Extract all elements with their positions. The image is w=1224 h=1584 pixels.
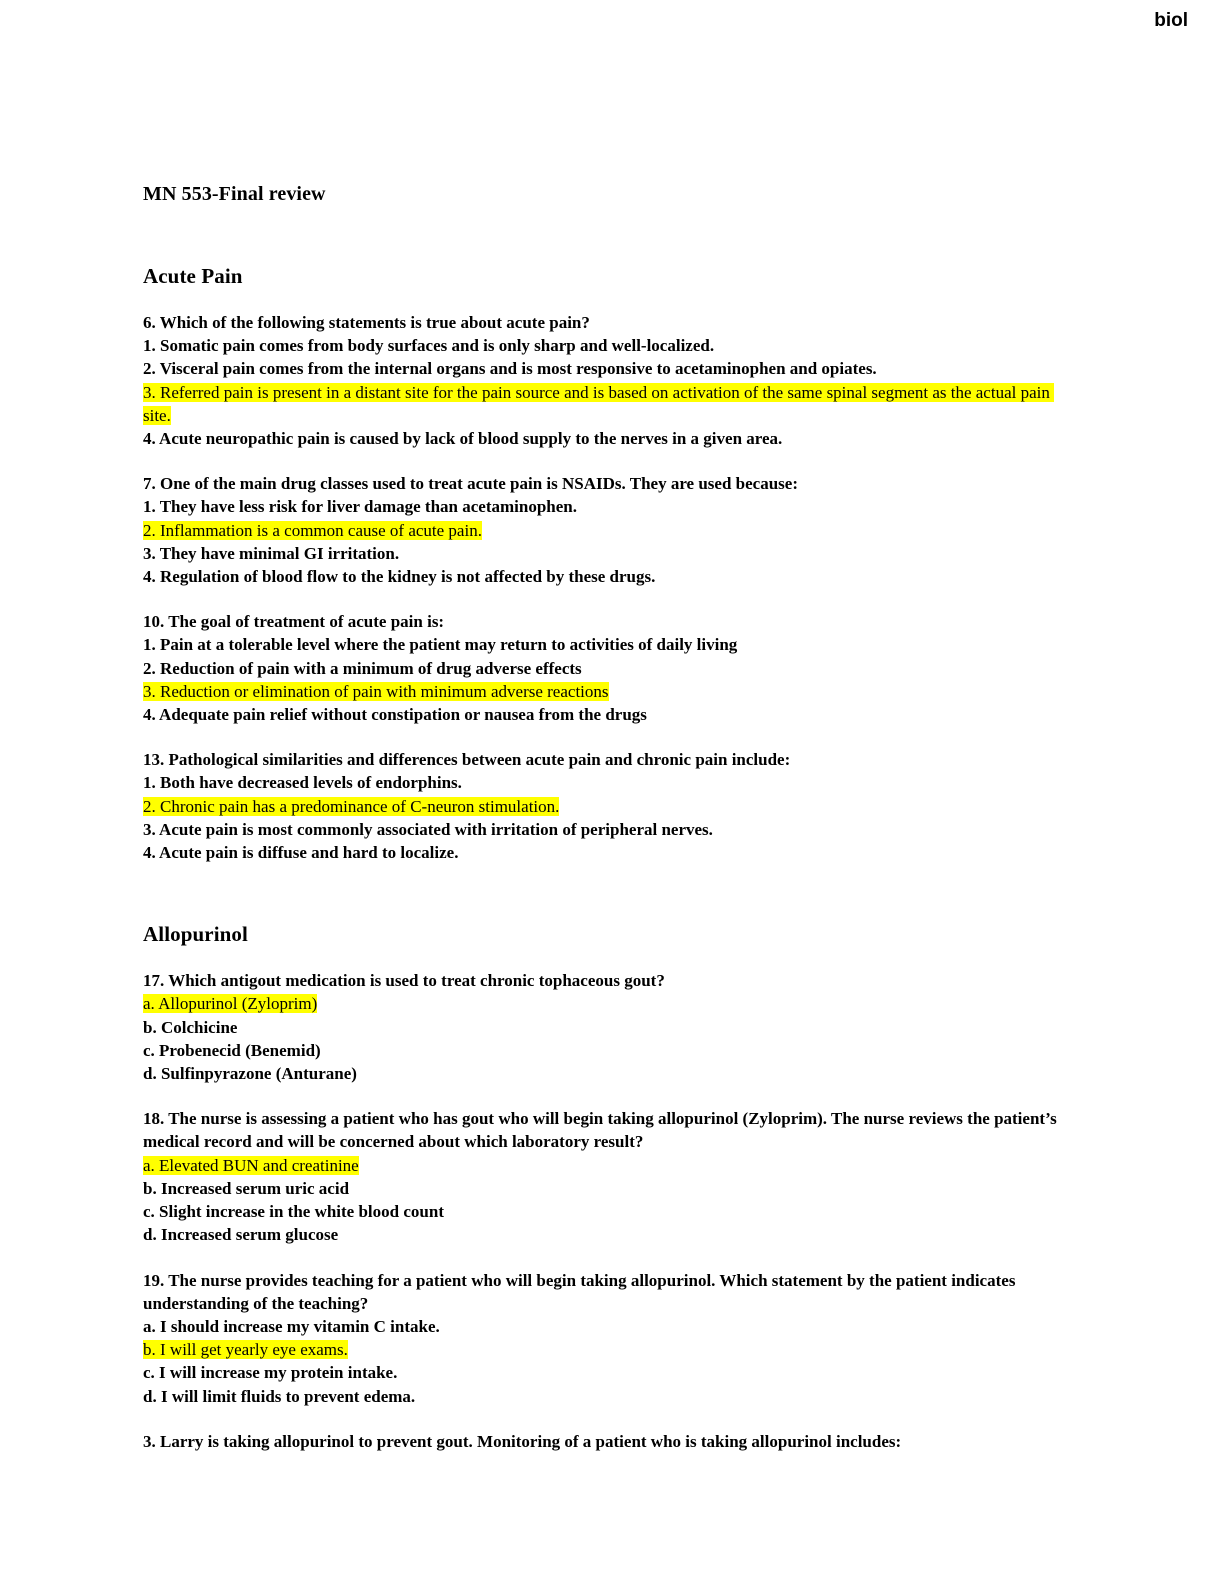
answer-option: 4. Acute neuropathic pain is caused by l… [143, 429, 783, 449]
question-block: 13. Pathological similarities and differ… [143, 748, 1068, 864]
highlighted-answer: 3. Referred pain is present in a distant… [143, 382, 1055, 425]
highlighted-answer: 3. Reduction or elimination of pain with… [143, 681, 609, 701]
answer-option: 1. Both have decreased levels of endorph… [143, 773, 462, 793]
answer-option: c. Probenecid (Benemid) [143, 1040, 321, 1060]
question-text: 13. Pathological similarities and differ… [143, 750, 791, 770]
page-header-label: biol [1154, 10, 1188, 31]
question-text: 7. One of the main drug classes used to … [143, 474, 798, 494]
answer-option: 3. They have minimal GI irritation. [143, 543, 400, 563]
highlighted-answer: a. Allopurinol (Zyloprim) [143, 994, 318, 1014]
answer-option: b. Colchicine [143, 1017, 238, 1037]
answer-option: 2. Inflammation is a common cause of acu… [143, 519, 1068, 542]
section-spacer [143, 886, 1068, 922]
answer-option: c. Slight increase in the white blood co… [143, 1202, 444, 1222]
sections-container: Acute Pain 6. Which of the following stat… [143, 264, 1068, 1453]
answer-option: b. Increased serum uric acid [143, 1178, 350, 1198]
page-header: biol [0, 10, 1188, 32]
question-text: 18. The nurse is assessing a patient who… [143, 1109, 1061, 1152]
answer-option: 3. Referred pain is present in a distant… [143, 381, 1068, 427]
answer-option: 1. Somatic pain comes from body surfaces… [143, 336, 715, 356]
question-block: 10. The goal of treatment of acute pain … [143, 610, 1068, 726]
answer-option: c. I will increase my protein intake. [143, 1363, 398, 1383]
highlighted-answer: b. I will get yearly eye exams. [143, 1340, 348, 1360]
answer-option: 4. Acute pain is diffuse and hard to loc… [143, 843, 459, 863]
question-text: 10. The goal of treatment of acute pain … [143, 612, 445, 632]
answer-option: b. I will get yearly eye exams. [143, 1338, 1068, 1361]
answer-option: 1. They have less risk for liver damage … [143, 497, 577, 517]
question-block: 18. The nurse is assessing a patient who… [143, 1107, 1068, 1246]
document-body: MN 553-Final review Acute Pain 6. Which o… [143, 182, 1068, 1453]
section-heading: Acute Pain [143, 264, 243, 288]
answer-option: 3. Acute pain is most commonly associate… [143, 819, 713, 839]
page-title: MN 553-Final review [143, 183, 326, 205]
question-block: 7. One of the main drug classes used to … [143, 472, 1068, 588]
answer-option: d. Increased serum glucose [143, 1225, 339, 1245]
question-text: 6. Which of the following statements is … [143, 313, 590, 332]
answer-option: 4. Adequate pain relief without constipa… [143, 705, 647, 725]
question-block: 17. Which antigout medication is used to… [143, 969, 1068, 1085]
answer-option: d. I will limit fluids to prevent edema. [143, 1386, 416, 1406]
question-text: 19. The nurse provides teaching for a pa… [143, 1270, 1020, 1313]
highlighted-answer: 2. Inflammation is a common cause of acu… [143, 520, 482, 540]
question-text: 17. Which antigout medication is used to… [143, 971, 665, 991]
highlighted-answer: 2. Chronic pain has a predominance of C-… [143, 796, 560, 816]
answer-option: 2. Visceral pain comes from the internal… [143, 359, 877, 379]
answer-option: a. Allopurinol (Zyloprim) [143, 992, 1068, 1015]
answer-option: 4. Regulation of blood flow to the kidne… [143, 567, 656, 587]
question-block: 3. Larry is taking allopurinol to preven… [143, 1430, 1068, 1453]
question-text: 3. Larry is taking allopurinol to preven… [143, 1431, 902, 1451]
question-block: 19. The nurse provides teaching for a pa… [143, 1269, 1068, 1408]
answer-option: 1. Pain at a tolerable level where the p… [143, 635, 738, 655]
question-block: 6. Which of the following statements is … [143, 311, 1068, 450]
highlighted-answer: a. Elevated BUN and creatinine [143, 1155, 359, 1175]
answer-option: 3. Reduction or elimination of pain with… [143, 680, 1068, 703]
answer-option: a. Elevated BUN and creatinine [143, 1154, 1068, 1177]
answer-option: d. Sulfinpyrazone (Anturane) [143, 1064, 357, 1084]
answer-option: a. I should increase my vitamin C intake… [143, 1316, 440, 1336]
section-heading: Allopurinol [143, 922, 248, 947]
answer-option: 2. Chronic pain has a predominance of C-… [143, 795, 1068, 818]
answer-option: 2. Reduction of pain with a minimum of d… [143, 658, 582, 678]
